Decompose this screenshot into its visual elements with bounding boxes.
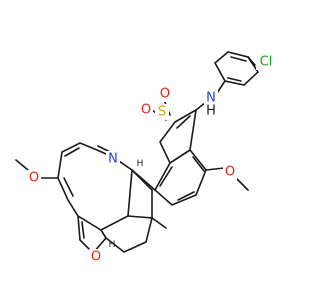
furan-oxygen-atom: O — [91, 250, 101, 265]
bond — [235, 177, 249, 191]
bond — [177, 191, 195, 201]
bond — [159, 109, 197, 165]
sulfur-atom: S — [158, 105, 166, 120]
bond — [81, 221, 85, 239]
bond — [131, 169, 153, 191]
bond — [247, 56, 256, 66]
sulfonyl-oxygen-atom-2: O — [141, 103, 151, 118]
enol-methoxy-oxygen-atom: O — [29, 171, 39, 186]
atom-layer: Cl N H S O O O N O O H H — [27, 54, 276, 265]
bond — [15, 159, 29, 171]
bond — [151, 217, 167, 229]
bond — [64, 147, 80, 157]
bond — [227, 77, 242, 82]
methine-hydrogen: H — [137, 159, 144, 169]
molecule-structure: Cl N H S O O O N O O H H — [15, 51, 276, 265]
bond — [205, 167, 225, 171]
bond — [100, 215, 154, 253]
ring-junction-hydrogen: H — [109, 240, 116, 250]
amine-nitrogen-atom: N — [206, 91, 216, 106]
bond-layer — [15, 51, 260, 255]
bond — [153, 148, 207, 206]
amine-hydrogen-atom: H — [206, 104, 216, 119]
sulfonyl-oxygen-atom-1: O — [160, 87, 170, 102]
bond — [192, 156, 205, 172]
bond — [63, 177, 74, 197]
imine-nitrogen-atom: N — [108, 152, 118, 167]
bond — [159, 166, 173, 187]
bond — [176, 115, 191, 129]
bond — [230, 56, 247, 62]
aryl-methoxy-oxygen-atom: O — [225, 165, 235, 180]
chlorine-atom: Cl — [260, 55, 273, 70]
